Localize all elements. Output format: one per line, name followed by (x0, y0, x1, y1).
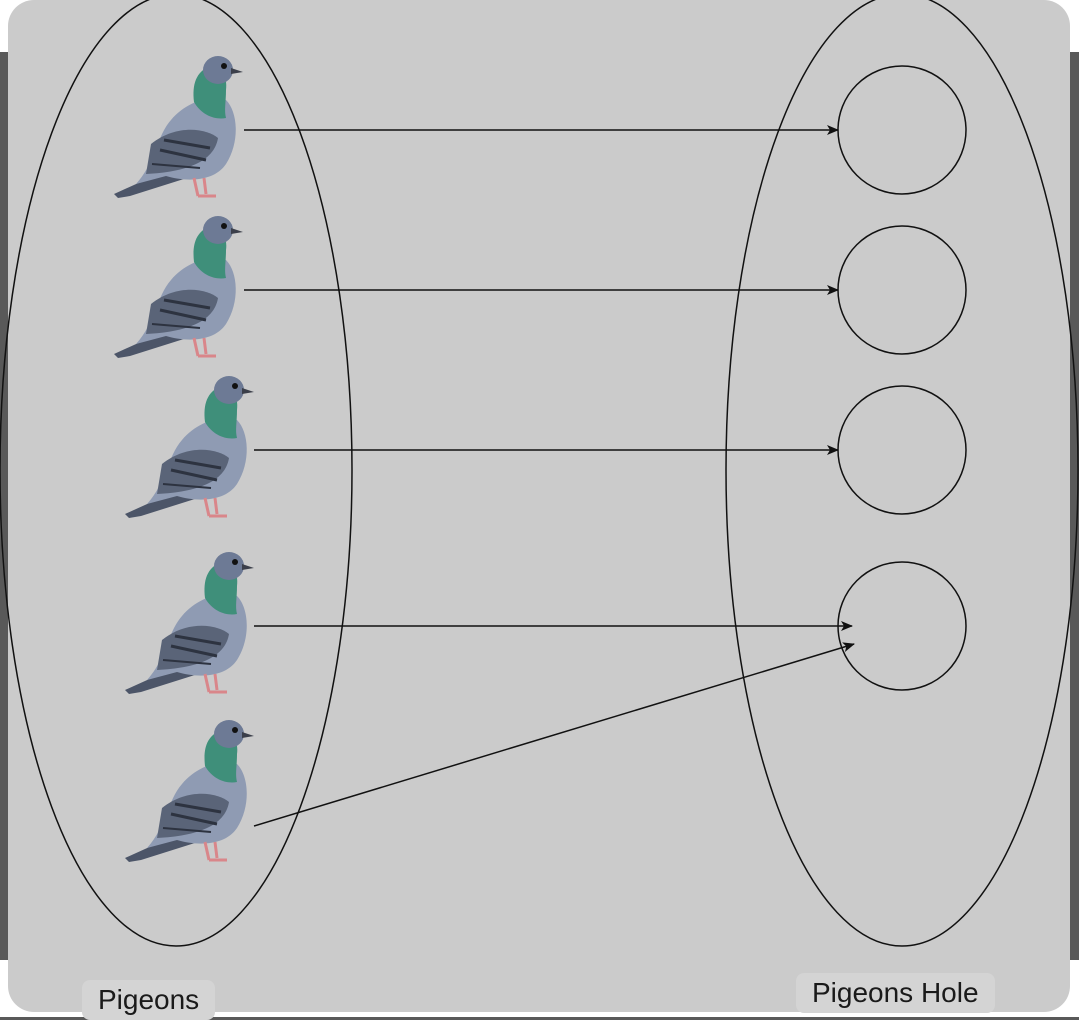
pigeons-hole-label: Pigeons Hole (796, 973, 995, 1013)
pigeons-set-ellipse (0, 0, 353, 947)
pigeonhole-3 (837, 385, 967, 515)
left-edge (0, 52, 10, 960)
pigeonhole-4 (837, 561, 967, 691)
pigeon-icon (112, 54, 245, 200)
right-edge (1069, 52, 1079, 960)
pigeonhole-2 (837, 225, 967, 355)
holes-set-ellipse (725, 0, 1079, 947)
pigeon-icon (123, 374, 256, 520)
pigeon-icon (123, 718, 256, 864)
pigeonhole-1 (837, 65, 967, 195)
pigeon-icon (123, 550, 256, 696)
mapping-arrow (253, 642, 855, 827)
pigeon-icon (112, 214, 245, 360)
pigeons-label: Pigeons (82, 980, 216, 1020)
